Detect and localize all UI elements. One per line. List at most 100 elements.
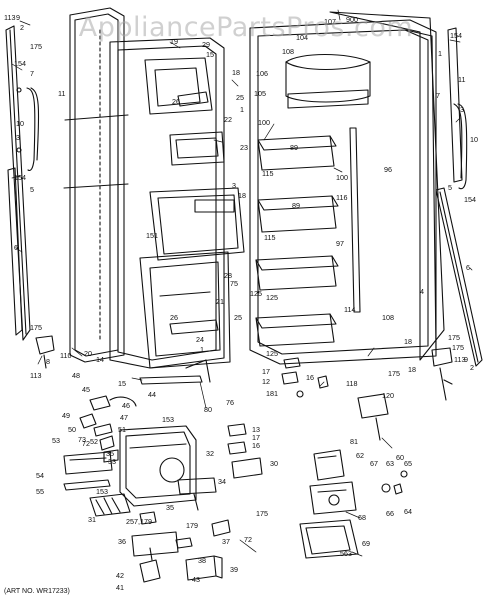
part-label-p16b: 16 bbox=[306, 373, 314, 382]
part-label-p37: 37 bbox=[222, 537, 230, 546]
part-label-p14: 14 bbox=[96, 355, 104, 364]
part-label-p26a: 26 bbox=[172, 97, 180, 106]
part-label-p65: 65 bbox=[404, 459, 412, 468]
part-label-p52: 52 bbox=[90, 437, 98, 446]
fresh-food-door-gasket bbox=[329, 11, 445, 361]
part-label-p20: 20 bbox=[84, 349, 92, 358]
part-label-p125b: 125 bbox=[266, 293, 278, 302]
freezer-door-lower-liner bbox=[139, 251, 231, 369]
left-door-trim-strip-top bbox=[5, 25, 31, 341]
leader-lines bbox=[11, 9, 473, 557]
part-label-p23: 23 bbox=[240, 143, 248, 152]
part-label-p80: 80 bbox=[204, 405, 212, 414]
part-label-p10a: 10 bbox=[16, 119, 24, 128]
part-label-p175d: 175 bbox=[388, 369, 400, 378]
ice-maker-thermostat-parts bbox=[381, 470, 408, 495]
part-label-p175a: 175 bbox=[30, 42, 42, 51]
part-label-p105: 105 bbox=[254, 89, 266, 98]
part-label-p67: 67 bbox=[370, 459, 378, 468]
ice-maker-motor bbox=[309, 481, 357, 515]
part-label-p6b: 6 bbox=[466, 263, 470, 272]
ice-maker-bracket bbox=[357, 393, 389, 441]
part-label-p113a: 113 bbox=[4, 13, 15, 22]
part-label-p1b: 1 bbox=[200, 345, 204, 354]
part-label-p28: 28 bbox=[224, 271, 232, 280]
part-label-p32: 32 bbox=[206, 449, 214, 458]
part-label-p33: 33 bbox=[108, 457, 116, 466]
part-label-p30: 30 bbox=[270, 459, 278, 468]
part-label-p151: 151 bbox=[146, 231, 158, 240]
dispenser-transformer bbox=[185, 555, 223, 581]
left-trim-strip-lower bbox=[7, 167, 23, 336]
part-label-p18c: 18 bbox=[408, 365, 416, 374]
part-label-p175f: 175 bbox=[452, 343, 464, 352]
part-label-p24: 24 bbox=[196, 335, 204, 344]
right-trim-strip-top bbox=[447, 27, 463, 183]
part-label-p51: 51 bbox=[118, 425, 126, 434]
part-label-p113c: 113 bbox=[454, 355, 465, 364]
part-label-p4: 4 bbox=[420, 287, 424, 296]
art-number: (ART NO. WR17233) bbox=[4, 588, 70, 595]
part-label-p13a: 13 bbox=[252, 425, 260, 434]
part-label-p48: 48 bbox=[72, 371, 80, 380]
door-shelf-4 bbox=[255, 313, 337, 347]
part-label-p6a: 6 bbox=[14, 243, 18, 252]
part-label-p108b: 108 bbox=[382, 313, 394, 322]
part-label-p25b: 25 bbox=[234, 313, 242, 322]
part-label-p7a: 7 bbox=[30, 69, 34, 78]
part-label-p89a: 89 bbox=[290, 143, 298, 152]
part-label-p5a: 5 bbox=[30, 185, 34, 194]
dairy-compartment bbox=[285, 53, 371, 109]
part-label-p43: 43 bbox=[192, 575, 200, 584]
part-label-p50: 50 bbox=[68, 425, 76, 434]
part-label-p11b: 11 bbox=[458, 75, 465, 84]
part-label-p69: 69 bbox=[362, 539, 370, 548]
part-label-p110: 110 bbox=[60, 351, 71, 360]
part-label-p153b: 153 bbox=[96, 487, 108, 496]
part-label-p17a: 17 bbox=[252, 433, 260, 442]
part-label-p35b: 35 bbox=[166, 503, 174, 512]
part-label-p29: 29 bbox=[202, 40, 210, 49]
part-label-p89b: 89 bbox=[292, 201, 300, 210]
part-label-p120: 120 bbox=[382, 391, 394, 400]
part-label-p1a: 1 bbox=[240, 105, 244, 114]
part-label-p175e: 175 bbox=[448, 333, 460, 342]
part-label-p73: 73 bbox=[78, 435, 86, 444]
part-label-p118: 118 bbox=[346, 379, 357, 388]
part-label-p62: 62 bbox=[356, 451, 364, 460]
part-label-p47: 47 bbox=[120, 413, 128, 422]
dispenser-recess bbox=[144, 57, 225, 166]
part-label-p34: 34 bbox=[218, 477, 226, 486]
part-label-p44: 44 bbox=[148, 390, 156, 399]
dispenser-actuator-parts bbox=[79, 395, 137, 463]
ice-maker-mold bbox=[313, 449, 345, 481]
part-label-p45: 45 bbox=[82, 385, 90, 394]
part-label-p36: 36 bbox=[118, 537, 126, 546]
part-label-p18d: 18 bbox=[404, 337, 412, 346]
part-label-p68: 68 bbox=[358, 513, 366, 522]
part-label-p9a: 9 bbox=[16, 13, 20, 22]
part-label-p563: 563 bbox=[340, 549, 352, 558]
door-stop-and-hinge-pin bbox=[281, 357, 329, 398]
part-label-p49: 49 bbox=[62, 411, 70, 420]
part-label-p12: 12 bbox=[262, 377, 270, 386]
dispenser-bottom-channel bbox=[63, 479, 111, 491]
part-label-p18b: 18 bbox=[238, 191, 246, 200]
part-label-p154c: 154 bbox=[450, 31, 462, 40]
part-label-p2a: 2 bbox=[20, 23, 24, 32]
part-label-p38: 38 bbox=[198, 556, 206, 565]
dispenser-light-switch bbox=[139, 559, 161, 583]
part-label-p63: 63 bbox=[386, 459, 394, 468]
door-shelf-3 bbox=[255, 255, 339, 291]
part-label-p46: 46 bbox=[122, 401, 130, 410]
part-label-p60: 60 bbox=[396, 453, 404, 462]
part-label-p75: 75 bbox=[230, 279, 238, 288]
lower-hinge-hardware bbox=[227, 423, 263, 479]
part-label-p35a: 35 bbox=[106, 449, 114, 458]
part-label-p100a: 100 bbox=[258, 118, 270, 127]
part-label-p16a: 16 bbox=[252, 441, 260, 450]
part-label-p42: 42 bbox=[116, 571, 124, 580]
part-label-p113b: 113 bbox=[30, 371, 41, 380]
part-label-p114: 114 bbox=[344, 305, 355, 314]
